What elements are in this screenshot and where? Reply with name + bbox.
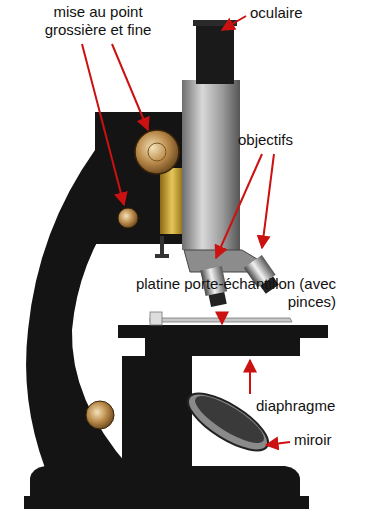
pillar <box>122 356 192 468</box>
leader-fine-focus <box>82 44 124 205</box>
screw-head <box>155 254 169 258</box>
part-label-text: diaphragme <box>256 397 335 414</box>
part-label-text: oculaire <box>250 4 303 21</box>
part-label-text: platine porte-échantillon (avec pinces) <box>136 275 336 310</box>
diaphragm-label: diaphragme <box>256 397 361 415</box>
eyepiece-label: oculaire <box>250 4 350 22</box>
fine-focus-knob <box>118 208 138 228</box>
leader-objective-left <box>216 154 262 258</box>
mirror-label: miroir <box>294 431 362 449</box>
leader-diaphragm <box>249 360 251 394</box>
part-label-text: objectifs <box>238 131 293 148</box>
objectives-label: objectifs <box>238 131 348 149</box>
coarse-focus-knob-ring <box>148 143 166 161</box>
focus-rack <box>160 168 184 234</box>
tilt-knob <box>86 401 114 429</box>
stage-plate <box>118 325 328 338</box>
base <box>30 466 300 500</box>
screw <box>160 236 164 256</box>
clip-post <box>150 312 162 325</box>
head-block <box>95 112 183 244</box>
leader-stage <box>221 312 223 324</box>
focus-label: mise au point grossière et fine <box>28 3 168 39</box>
eyepiece <box>196 22 234 84</box>
stage-label: platine porte-échantillon (avec pinces) <box>128 275 336 311</box>
mirror <box>180 383 276 461</box>
leader-mirror <box>266 442 290 445</box>
part-label-text: miroir <box>294 431 332 448</box>
leader-eyepiece <box>222 16 246 30</box>
coarse-focus-knob <box>135 130 179 174</box>
leader-objective-right <box>262 154 274 248</box>
part-label-text: mise au point grossière et fine <box>45 3 152 38</box>
stage-holder <box>145 338 300 356</box>
base-foot <box>24 496 309 509</box>
leader-coarse-focus <box>112 44 148 130</box>
leader-arrows <box>82 16 290 445</box>
